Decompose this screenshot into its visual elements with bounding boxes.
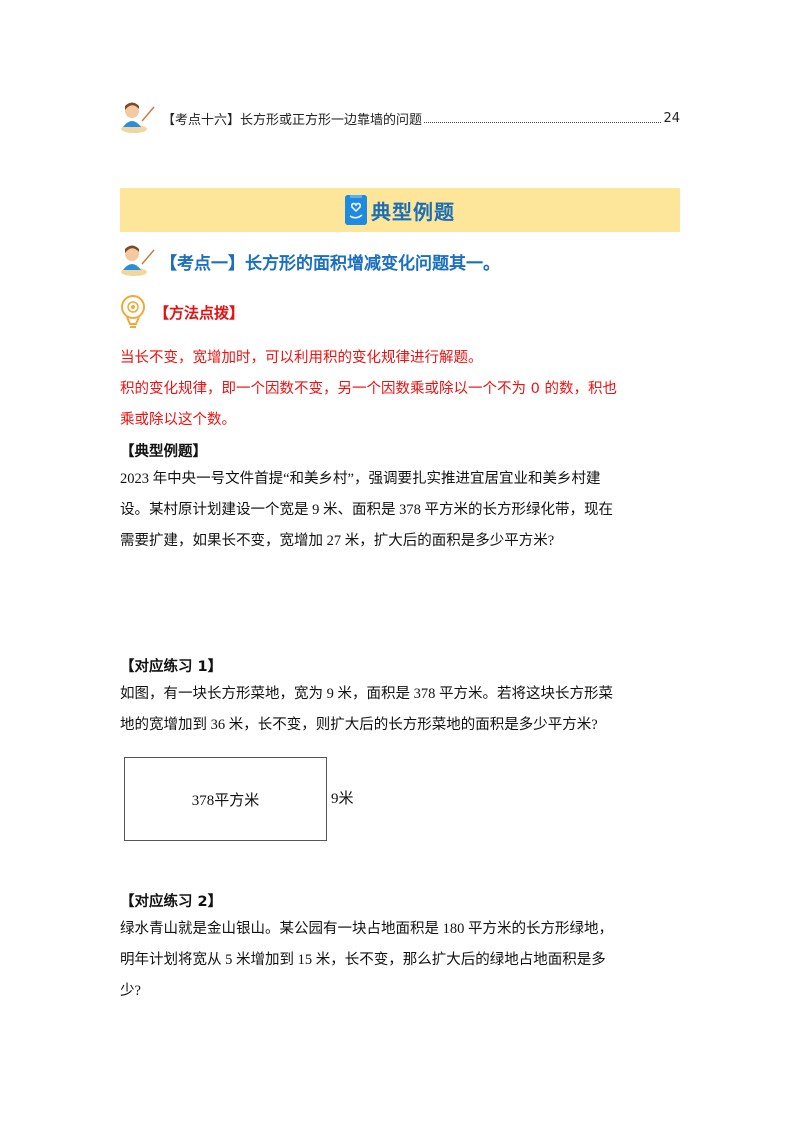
method-heading: 【方法点拨】	[120, 293, 244, 331]
teacher-icon	[120, 244, 156, 278]
rectangle-area-label: 378平方米	[191, 792, 260, 809]
method-line: 乘或除以这个数。	[120, 412, 236, 428]
practice2-line: 少?	[120, 983, 141, 999]
method-line: 当长不变，宽增加时，可以利用积的变化规律进行解题。	[120, 350, 483, 366]
example-heading: 【典型例题】	[120, 444, 207, 460]
practice1-heading: 【对应练习 1】	[120, 659, 223, 675]
practice1-text: 如图，有一块长方形菜地，宽为 9 米，面积是 378 平方米。若将这块长方形菜 …	[120, 679, 690, 741]
practice1-line: 如图，有一块长方形菜地，宽为 9 米，面积是 378 平方米。若将这块长方形菜	[120, 686, 613, 702]
practice2-text: 绿水青山就是金山银山。某公园有一块占地面积是 180 平方米的长方形绿地， 明年…	[120, 914, 690, 1007]
topic-heading: 【考点一】长方形的面积增减变化问题其一。	[120, 243, 500, 279]
method-text: 当长不变，宽增加时，可以利用积的变化规律进行解题。 积的变化规律，即一个因数不变…	[120, 344, 700, 435]
banner-title: 典型例题	[371, 199, 455, 224]
example-text: 2023 年中央一号文件首提“和美乡村”，强调要扎实推进宜居宜业和美乡村建 设。…	[120, 464, 690, 557]
practice2-line: 明年计划将宽从 5 米增加到 15 米，长不变，那么扩大后的绿地占地面积是多	[120, 952, 606, 968]
section-banner: 典型例题	[120, 188, 680, 232]
teacher-icon	[120, 101, 156, 135]
practice1-line: 地的宽增加到 36 米，长不变，则扩大后的长方形菜地的面积是多少平方米?	[120, 717, 598, 733]
practice2-heading: 【对应练习 2】	[120, 894, 223, 910]
topic-title: 【考点一】长方形的面积增减变化问题其一。	[160, 253, 500, 274]
clipboard-heart-icon	[345, 195, 367, 225]
rectangle-side-label: 9米	[331, 791, 354, 807]
method-line: 积的变化规律，即一个因数不变，另一个因数乘或除以一个不为 0 的数，积也	[120, 381, 617, 397]
practice2-line: 绿水青山就是金山银山。某公园有一块占地面积是 180 平方米的长方形绿地，	[120, 921, 613, 937]
toc-label: 【考点十六】长方形或正方形一边靠墙的问题	[162, 112, 423, 128]
example-line: 2023 年中央一号文件首提“和美乡村”，强调要扎实推进宜居宜业和美乡村建	[120, 471, 601, 487]
toc-page-number: 24	[663, 110, 680, 126]
lightbulb-icon	[120, 294, 146, 330]
rectangle-figure: 378平方米	[124, 757, 327, 841]
example-line: 设。某村原计划建设一个宽是 9 米、面积是 378 平方米的长方形绿化带，现在	[120, 502, 613, 518]
example-line: 需要扩建，如果长不变，宽增加 27 米，扩大后的面积是多少平方米?	[120, 533, 555, 549]
toc-entry[interactable]: 【考点十六】长方形或正方形一边靠墙的问题 24	[120, 100, 680, 136]
method-title: 【方法点拨】	[154, 303, 245, 322]
toc-leader-dots	[424, 121, 662, 123]
